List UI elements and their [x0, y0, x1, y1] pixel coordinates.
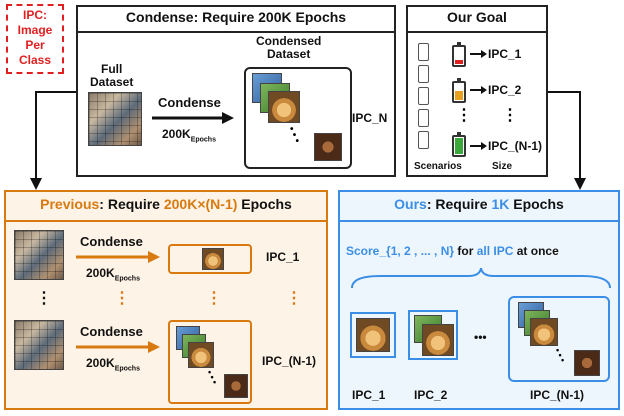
goal-arrow-3	[470, 142, 487, 150]
prev-ipc1-image	[202, 248, 224, 270]
ours-box: Ours: Require 1K Epochs Score_{1, 2 , ..…	[338, 190, 620, 410]
previous-box: Previous: Require 200K×(N-1) Epochs Cond…	[4, 190, 328, 410]
device-icon-1	[418, 43, 429, 61]
goal-ipc-2: IPC_2	[488, 83, 522, 97]
condense-title: Condense: Require 200K Epochs	[125, 9, 347, 25]
ours-brace	[351, 268, 611, 289]
condense-arrow-label: Condense	[158, 95, 221, 110]
device-icon-2	[418, 65, 429, 83]
prev-arrow-2	[76, 341, 160, 353]
ours-ellipsis: •••	[474, 330, 487, 344]
prev-dataset-2	[14, 320, 64, 370]
ours-ipcn1-image-3	[530, 318, 558, 346]
prev-vdots-1: ⋮	[36, 290, 52, 307]
prev-epochs-2: 200KEpochs	[86, 356, 140, 373]
epochs-main: 200K	[162, 127, 191, 141]
ours-ipc-1: IPC_1	[352, 388, 386, 402]
condense-arrow	[152, 112, 234, 124]
condensed-image-last	[314, 133, 342, 161]
ipc-legend-line4: Class	[18, 53, 52, 67]
device-icon-4	[418, 109, 429, 127]
epochs-sub: Epochs	[190, 136, 216, 144]
ipc-legend-line2: Image	[17, 23, 53, 37]
prev-vdots-2: ⋮	[114, 290, 130, 307]
prev-arrow-1	[76, 251, 160, 263]
score-line: Score_{1, 2 , ... , N} for all IPC at on…	[346, 244, 559, 258]
prev-ipcn1-frame: • • •	[168, 320, 252, 404]
goal-arrow-2	[470, 86, 487, 94]
condensed-ellipsis: • • •	[290, 124, 300, 147]
ours-ipc-n1: IPC_(N-1)	[530, 388, 585, 402]
condensed-frame: • • •	[244, 67, 352, 169]
scenarios-label: Scenarios	[414, 161, 462, 172]
device-icon-5	[418, 131, 429, 149]
ours-title: Ours: Require 1K Epochs	[394, 196, 564, 212]
prev-condense-label-1: Condense	[80, 234, 143, 249]
ours-ipcn1-image-last	[574, 350, 600, 376]
ours-ipc1-image	[356, 318, 390, 352]
ours-ipcn1-frame: • • •	[508, 296, 610, 382]
ours-ipcn1-ellipsis: • • •	[556, 345, 565, 365]
prev-ipcn1-ellipsis: • • •	[208, 367, 217, 387]
ipc-legend: IPC: Image Per Class	[6, 4, 64, 74]
battery-mid-icon	[452, 78, 466, 103]
prev-ipcn1-image-last	[224, 374, 248, 398]
prev-epochs-1: 200KEpochs	[86, 266, 140, 283]
prev-condense-label-2: Condense	[80, 324, 143, 339]
prev-ipc-1: IPC_1	[266, 250, 300, 264]
ours-ipc1-frame	[350, 312, 396, 358]
goal-ipc-n1: IPC_(N-1)	[488, 139, 543, 153]
prev-ipc-n1: IPC_(N-1)	[262, 354, 317, 368]
prev-ipc1-frame	[168, 244, 252, 274]
ours-ipc2-image-2	[422, 324, 454, 356]
full-dataset-label: Full Dataset	[90, 62, 134, 89]
goal-arrow-1	[470, 50, 487, 58]
connector-left	[30, 91, 586, 190]
device-icon-3	[418, 87, 429, 105]
ours-ipc-2: IPC_2	[414, 388, 448, 402]
battery-full-icon	[452, 132, 466, 157]
goal-title: Our Goal	[447, 9, 507, 25]
ipc-n-label: IPC_N	[352, 111, 388, 125]
goal-vdots-2: ⋮	[502, 107, 518, 124]
goal-ipc-1: IPC_1	[488, 47, 522, 61]
goal-box: Our Goal IPC_1 IPC_2 IPC_(N-1) ⋮ ⋮ Scena…	[406, 5, 548, 177]
prev-ipcn1-image-3	[188, 342, 214, 368]
condensed-image-3	[268, 91, 300, 123]
condensed-label: Condensed Dataset	[256, 34, 322, 61]
ipc-legend-line1: IPC:	[23, 8, 47, 22]
previous-title: Previous: Require 200K×(N-1) Epochs	[40, 196, 292, 212]
ipc-legend-line3: Per	[25, 38, 45, 52]
full-dataset-image	[88, 92, 142, 146]
size-label: Size	[492, 161, 513, 172]
condense-epochs: 200KEpochs	[162, 127, 216, 143]
prev-vdots-3: ⋮	[206, 290, 222, 307]
prev-vdots-4: ⋮	[286, 290, 302, 307]
ours-ipc2-frame	[408, 310, 458, 360]
battery-low-icon	[452, 42, 466, 67]
condense-box: Condense: Require 200K Epochs Full Datas…	[76, 5, 396, 177]
prev-dataset-1	[14, 230, 64, 280]
goal-vdots-1: ⋮	[456, 107, 472, 124]
